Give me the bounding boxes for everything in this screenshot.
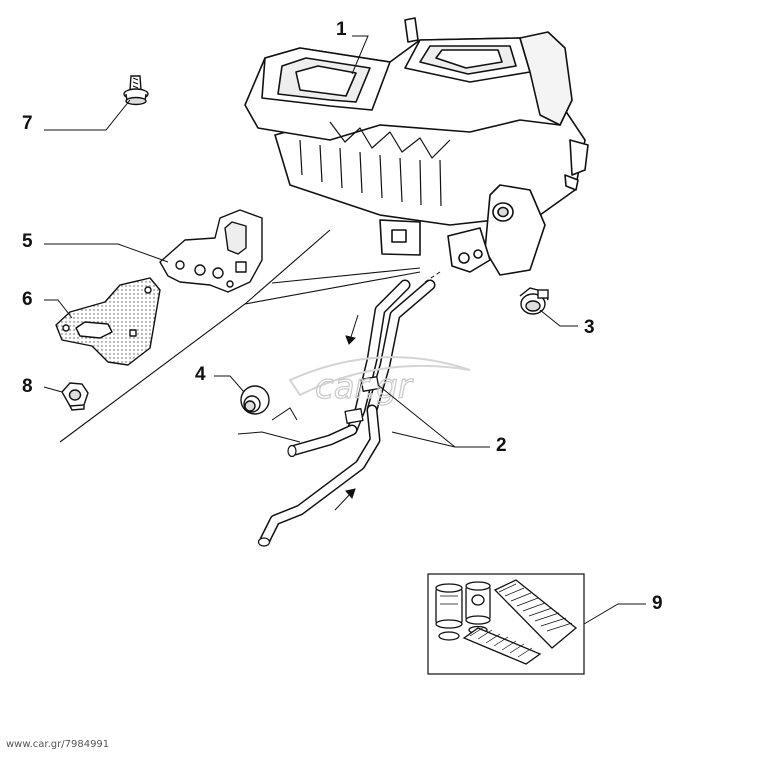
gasket-part-6 (55, 277, 161, 366)
filter-kit-part-9 (427, 573, 585, 675)
svg-text:car.gr: car.gr (315, 367, 414, 407)
nut-part-8 (61, 382, 89, 411)
heater-pipes-part-2 (257, 279, 436, 547)
callout-9: 9 (652, 593, 663, 614)
callout-8: 8 (22, 376, 33, 397)
footer-watermark: www.car.gr/7984991 (6, 739, 110, 750)
callout-5: 5 (22, 231, 33, 252)
bracket-part-5 (159, 209, 263, 293)
callout-3: 3 (584, 317, 595, 338)
callout-1: 1 (336, 19, 347, 40)
heater-housing-part-1 (244, 17, 589, 276)
section-reference-lines (59, 229, 421, 443)
bolt-part-7 (123, 75, 149, 106)
leader-lines (43, 35, 646, 625)
hose-clamp-part-3 (519, 287, 549, 315)
callout-7: 7 (22, 113, 33, 134)
grommet-part-4 (240, 385, 270, 415)
flow-arrow-icons (334, 314, 359, 511)
callout-4: 4 (195, 364, 206, 385)
callout-6: 6 (22, 289, 33, 310)
callout-2: 2 (496, 435, 507, 456)
